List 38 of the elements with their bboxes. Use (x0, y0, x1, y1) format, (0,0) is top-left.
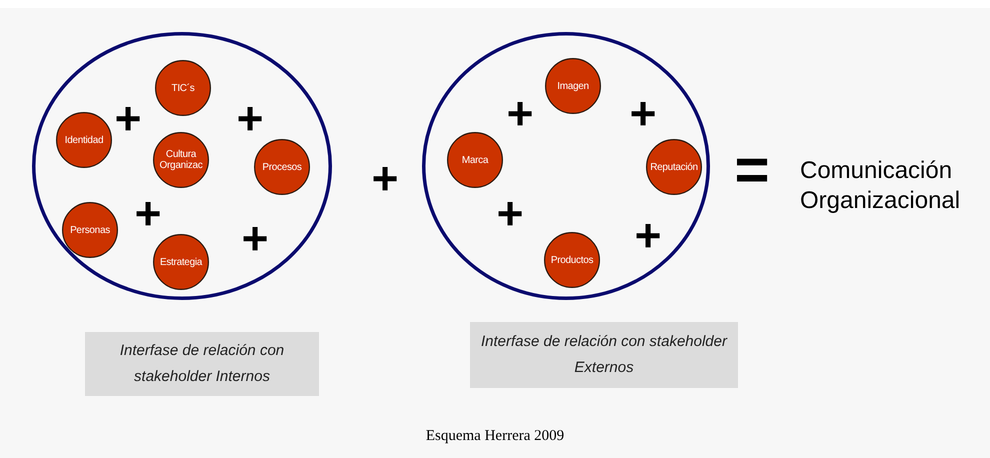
concept-label: Procesos (262, 162, 302, 172)
concept-label: Marca (462, 154, 488, 166)
concept-circle (62, 202, 118, 258)
result-text: Comunicación Organizacional (800, 156, 962, 216)
group-circle (422, 32, 710, 300)
concept-label: Reputación (650, 162, 698, 172)
caption-box (470, 322, 738, 388)
plus-sign: + (114, 98, 142, 138)
concept-circle (447, 132, 503, 188)
concept-circle (254, 139, 310, 195)
plus-sign: + (134, 193, 162, 233)
plus-sign: + (630, 93, 656, 133)
plus-sign: + (506, 93, 534, 133)
plus-sign: + (242, 218, 268, 258)
plus-sign: + (634, 215, 662, 255)
caption-text: Interfase de relación con stakeholder Internos (118, 341, 286, 387)
concept-label: Identidad (64, 134, 104, 146)
concept-circle (155, 60, 211, 116)
concept-label: Personas (70, 224, 110, 236)
concept-label: Imagen (557, 80, 589, 92)
concept-circle (56, 112, 112, 168)
caption-text: Interfase de relación con stakeholder Externos (480, 332, 728, 378)
plus-sign: + (236, 98, 264, 138)
plus-sign: + (372, 158, 398, 198)
concept-label: Estrategia (160, 256, 202, 268)
concept-label: Productos (550, 254, 594, 266)
concept-circle (153, 132, 209, 188)
group-circle (32, 32, 332, 300)
concept-circle (646, 139, 702, 195)
caption: Esquema Herrera 2009 (426, 428, 564, 445)
concept-label: TIC´s (172, 82, 194, 94)
plus-sign: + (496, 193, 524, 233)
concept-circle (545, 58, 601, 114)
concept-circle (544, 232, 600, 288)
concept-circle (153, 234, 209, 290)
caption-box (85, 332, 319, 396)
concept-label: Cultura Organizac (158, 149, 204, 171)
equals-sign: = (734, 145, 770, 195)
